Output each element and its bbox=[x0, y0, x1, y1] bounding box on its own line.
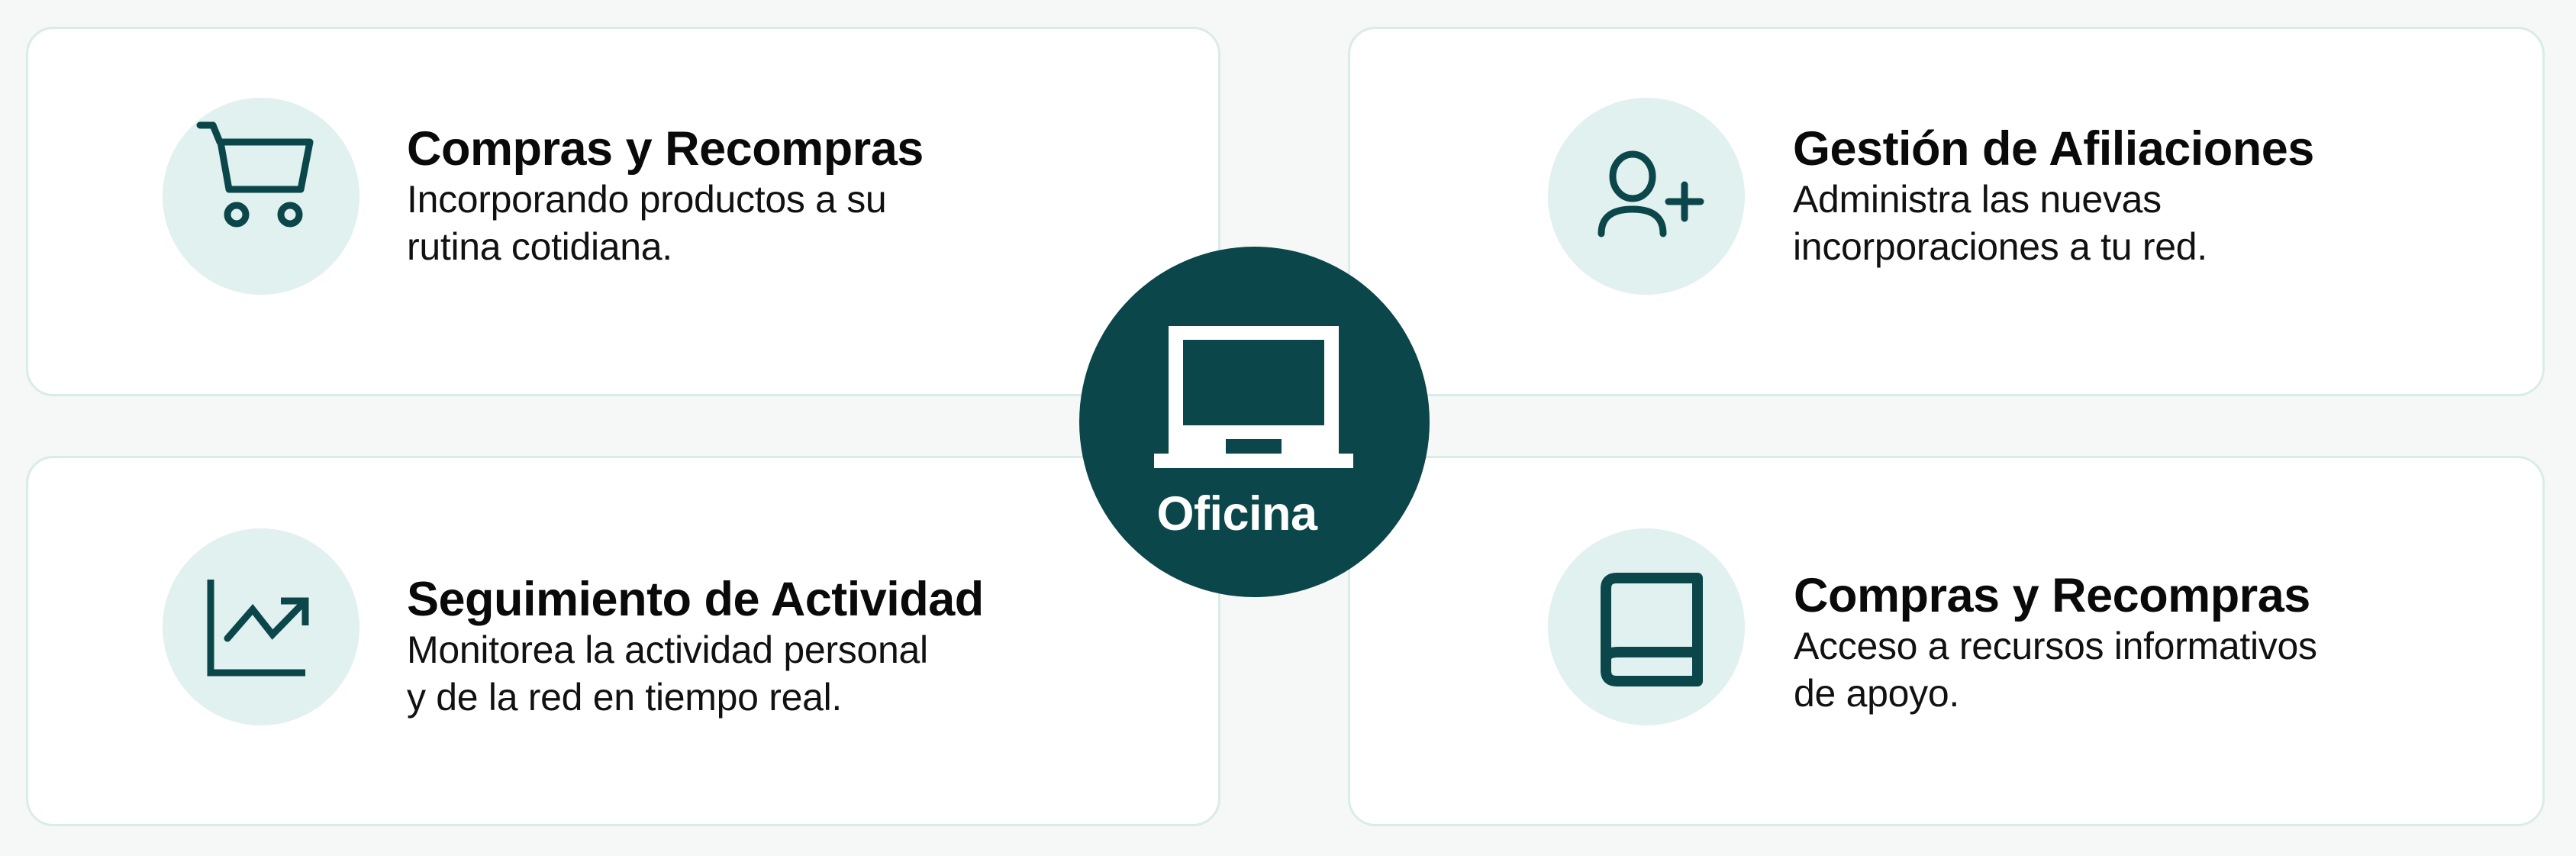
card-gestion-afiliaciones[interactable]: Gestión de Afiliaciones Administra las n… bbox=[1348, 27, 2545, 396]
trending-chart-icon bbox=[207, 580, 309, 677]
card-description-line: Administra las nuevas bbox=[1793, 178, 2162, 221]
card-description-line: de apoyo. bbox=[1794, 672, 1959, 715]
hub-label: Oficina bbox=[1156, 487, 1317, 541]
card-seguimiento-actividad[interactable]: Seguimiento de Actividad Monitorea la ac… bbox=[26, 456, 1220, 826]
book-icon bbox=[1601, 573, 1703, 686]
card-title: Compras y Recompras bbox=[407, 122, 924, 176]
icon-circle bbox=[163, 528, 359, 725]
card-title: Seguimiento de Actividad bbox=[407, 573, 984, 626]
user-plus-icon bbox=[1598, 150, 1704, 237]
laptop-icon bbox=[1154, 326, 1353, 468]
card-description-line: Acceso a recursos informativos bbox=[1794, 625, 2317, 667]
card-recursos[interactable]: Compras y Recompras Acceso a recursos in… bbox=[1348, 456, 2545, 826]
office-hub[interactable]: Oficina bbox=[1079, 247, 1430, 597]
card-description-line: rutina cotidiana. bbox=[407, 225, 672, 268]
card-description-line: Incorporando productos a su bbox=[407, 178, 887, 221]
icon-circle bbox=[1548, 98, 1745, 295]
card-title: Compras y Recompras bbox=[1794, 569, 2310, 622]
card-description-line: incorporaciones a tu red. bbox=[1793, 225, 2207, 268]
card-description-line: y de la red en tiempo real. bbox=[407, 676, 843, 719]
card-title: Gestión de Afiliaciones bbox=[1793, 122, 2314, 176]
card-description-line: Monitorea la actividad personal bbox=[407, 628, 928, 671]
icon-circle bbox=[163, 98, 359, 295]
icon-circle bbox=[1548, 528, 1745, 725]
card-compras-recompras[interactable]: Compras y Recompras Incorporando product… bbox=[26, 27, 1220, 396]
shopping-cart-icon bbox=[196, 121, 314, 228]
